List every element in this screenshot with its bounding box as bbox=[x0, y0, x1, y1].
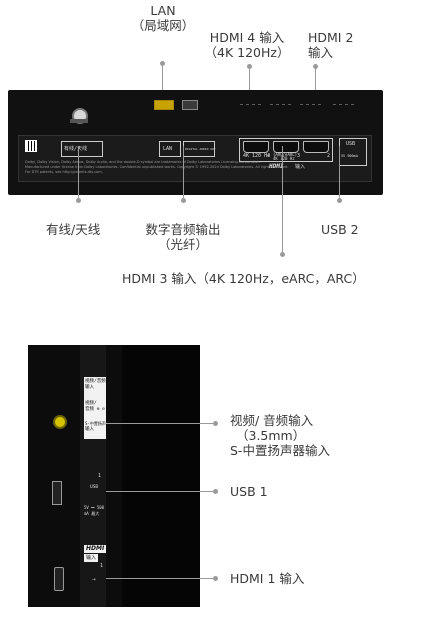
usb1-leader bbox=[106, 491, 216, 492]
hdmi1-side-number: 1 bbox=[100, 563, 104, 569]
hdmi4-top-tag: — — — — bbox=[240, 102, 262, 108]
hdmi1-side-arrow: ⇢ bbox=[92, 576, 96, 583]
av-box-line6: 输入 bbox=[85, 427, 94, 432]
qr-code bbox=[25, 140, 37, 152]
hdmi1-side-input: 输入 bbox=[84, 554, 99, 562]
hdmi4-label: HDMI 4 输入 （4K 120Hz） bbox=[202, 30, 292, 60]
hdmi3-dot bbox=[280, 252, 285, 257]
hdmi2-top-tag: — — — — bbox=[300, 102, 322, 108]
av-label: 视频/ 音频输入 （3.5mm） S-中置扬声器输入 bbox=[230, 413, 330, 458]
usb-top-tag: — — — — bbox=[333, 102, 355, 108]
hdmi3-top-tag: — — — — bbox=[270, 102, 292, 108]
hdmi2-leader bbox=[315, 67, 316, 102]
rear-panel-top: — — — — — — — — — — — — — — — — 有线/天线 LA… bbox=[8, 90, 383, 195]
av-label-box: 视频/音频 输入 视频/ 音频 ⊕ ⊖ S-中置扬声器 输入 bbox=[84, 377, 110, 439]
av-box-line5: S-中置扬声器 bbox=[85, 421, 110, 426]
hdmi3-port bbox=[273, 141, 299, 153]
usb1-side-number: 1 bbox=[98, 473, 102, 479]
hdmi-group-box: 4K 120 Hz 4 (ARC/eARC) 4K 120 Hz 3 2 bbox=[239, 138, 333, 162]
hdmi4-number: 4 bbox=[267, 153, 271, 159]
antenna-leader bbox=[78, 146, 79, 200]
hdmi4-spec: 4K 120 Hz bbox=[243, 153, 271, 159]
hdmi1-side-logo: HDMI bbox=[84, 545, 107, 553]
lan-leader bbox=[162, 64, 163, 98]
hdmi3-earc: (ARC/eARC) bbox=[273, 152, 298, 157]
lan-label-line2: （局域网） bbox=[131, 18, 195, 33]
antenna-box: 有线/天线 bbox=[61, 141, 103, 157]
usb1-side-spec: 5V ⎓ 500 mA 最大 bbox=[84, 505, 105, 516]
hdmi1-dot bbox=[213, 576, 218, 581]
side-panel: 视频/音频 输入 视频/ 音频 ⊕ ⊖ S-中置扬声器 输入 USB 5V ⎓ … bbox=[28, 345, 200, 607]
av-box-line4: 音频 ⊕ ⊖ bbox=[85, 407, 105, 412]
hdmi1-port bbox=[54, 567, 64, 591]
av-box-line1: 视频/音频 bbox=[85, 379, 106, 384]
hdmi3-label: HDMI 3 输入（4K 120Hz，eARC，ARC） bbox=[122, 271, 365, 286]
usb2-dot bbox=[337, 198, 342, 203]
usb2-leader bbox=[339, 146, 340, 200]
av-label-line1: 视频/ 音频输入 bbox=[230, 413, 314, 428]
hdmi2-number: 2 bbox=[327, 153, 331, 159]
hdmi4-leader bbox=[249, 67, 250, 102]
hdmi-input-zh: 输入 bbox=[295, 164, 306, 170]
av-jack bbox=[53, 415, 67, 429]
usb1-label: USB 1 bbox=[230, 484, 268, 499]
license-text-2: Manufactured under license from Dolby La… bbox=[25, 165, 289, 169]
hdmi2-port bbox=[303, 141, 329, 153]
optical-leader bbox=[183, 146, 184, 200]
lan-port bbox=[154, 100, 174, 110]
optical-label-line2: （光纤） bbox=[157, 237, 208, 252]
usb2-label: USB 2 bbox=[321, 222, 359, 237]
usb1-dot bbox=[213, 489, 218, 494]
antenna-connector-base bbox=[70, 119, 88, 123]
usb-box: USB 5V 900mA bbox=[339, 138, 367, 166]
antenna-label: 有线/天线 bbox=[46, 222, 101, 237]
av-leader bbox=[106, 423, 216, 424]
hdmi4-label-line1: HDMI 4 输入 bbox=[209, 30, 285, 45]
hdmi3-spec: 4K 120 Hz bbox=[273, 156, 295, 161]
hdmi-logo-top: HDMI bbox=[269, 163, 284, 170]
hdmi2-dot bbox=[313, 64, 318, 69]
av-box-line3: 视频/ bbox=[85, 401, 97, 406]
hdmi3-number: 3 bbox=[297, 153, 301, 159]
lan-box-text: LAN bbox=[163, 146, 173, 152]
hdmi2-label-line1: HDMI 2 bbox=[308, 30, 354, 45]
usb1-side-text: USB bbox=[90, 485, 99, 490]
lan-label-line1: LAN bbox=[150, 3, 176, 18]
license-text-1: Dolby, Dolby Vision, Dolby Atmos, Dolby … bbox=[25, 160, 261, 164]
av-box-line2: 输入 bbox=[85, 385, 94, 390]
optical-label-line1: 数字音频输出 bbox=[145, 222, 221, 237]
antenna-dot bbox=[76, 198, 81, 203]
usb-box-text: USB bbox=[346, 141, 356, 147]
lan-label: LAN （局域网） bbox=[128, 3, 198, 33]
av-label-line2: （3.5mm） bbox=[236, 428, 306, 443]
hdmi3-leader bbox=[282, 146, 283, 254]
lan-dot bbox=[160, 61, 165, 66]
hdmi1-label: HDMI 1 输入 bbox=[230, 571, 305, 586]
av-dot bbox=[213, 421, 218, 426]
av-label-line3: S-中置扬声器输入 bbox=[230, 443, 330, 458]
antenna-box-text: 有线/天线 bbox=[64, 146, 88, 152]
lan-box: LAN bbox=[159, 141, 181, 157]
optical-box: DIGITAL AUDIO OUT bbox=[183, 141, 216, 157]
side-panel-edge bbox=[122, 345, 200, 607]
usb1-port bbox=[52, 481, 62, 505]
panel-label-area: 有线/天线 LAN DIGITAL AUDIO OUT 4K 120 Hz 4 … bbox=[18, 135, 372, 182]
optical-dot bbox=[181, 198, 186, 203]
optical-port bbox=[182, 100, 198, 110]
hdmi2-label-line2: 输入 bbox=[308, 45, 334, 60]
usb-box-spec: 5V 900mA bbox=[341, 154, 358, 158]
hdmi1-leader bbox=[106, 578, 216, 579]
optical-label: 数字音频输出 （光纤） bbox=[136, 222, 230, 252]
optical-box-text: DIGITAL AUDIO OUT bbox=[185, 147, 216, 151]
hdmi4-label-line2: （4K 120Hz） bbox=[204, 45, 290, 60]
license-text-3: For DTS patents, see http://patents.dts.… bbox=[25, 170, 103, 174]
hdmi4-dot bbox=[247, 64, 252, 69]
hdmi4-port bbox=[243, 141, 269, 153]
hdmi2-label: HDMI 2 输入 bbox=[308, 30, 353, 60]
